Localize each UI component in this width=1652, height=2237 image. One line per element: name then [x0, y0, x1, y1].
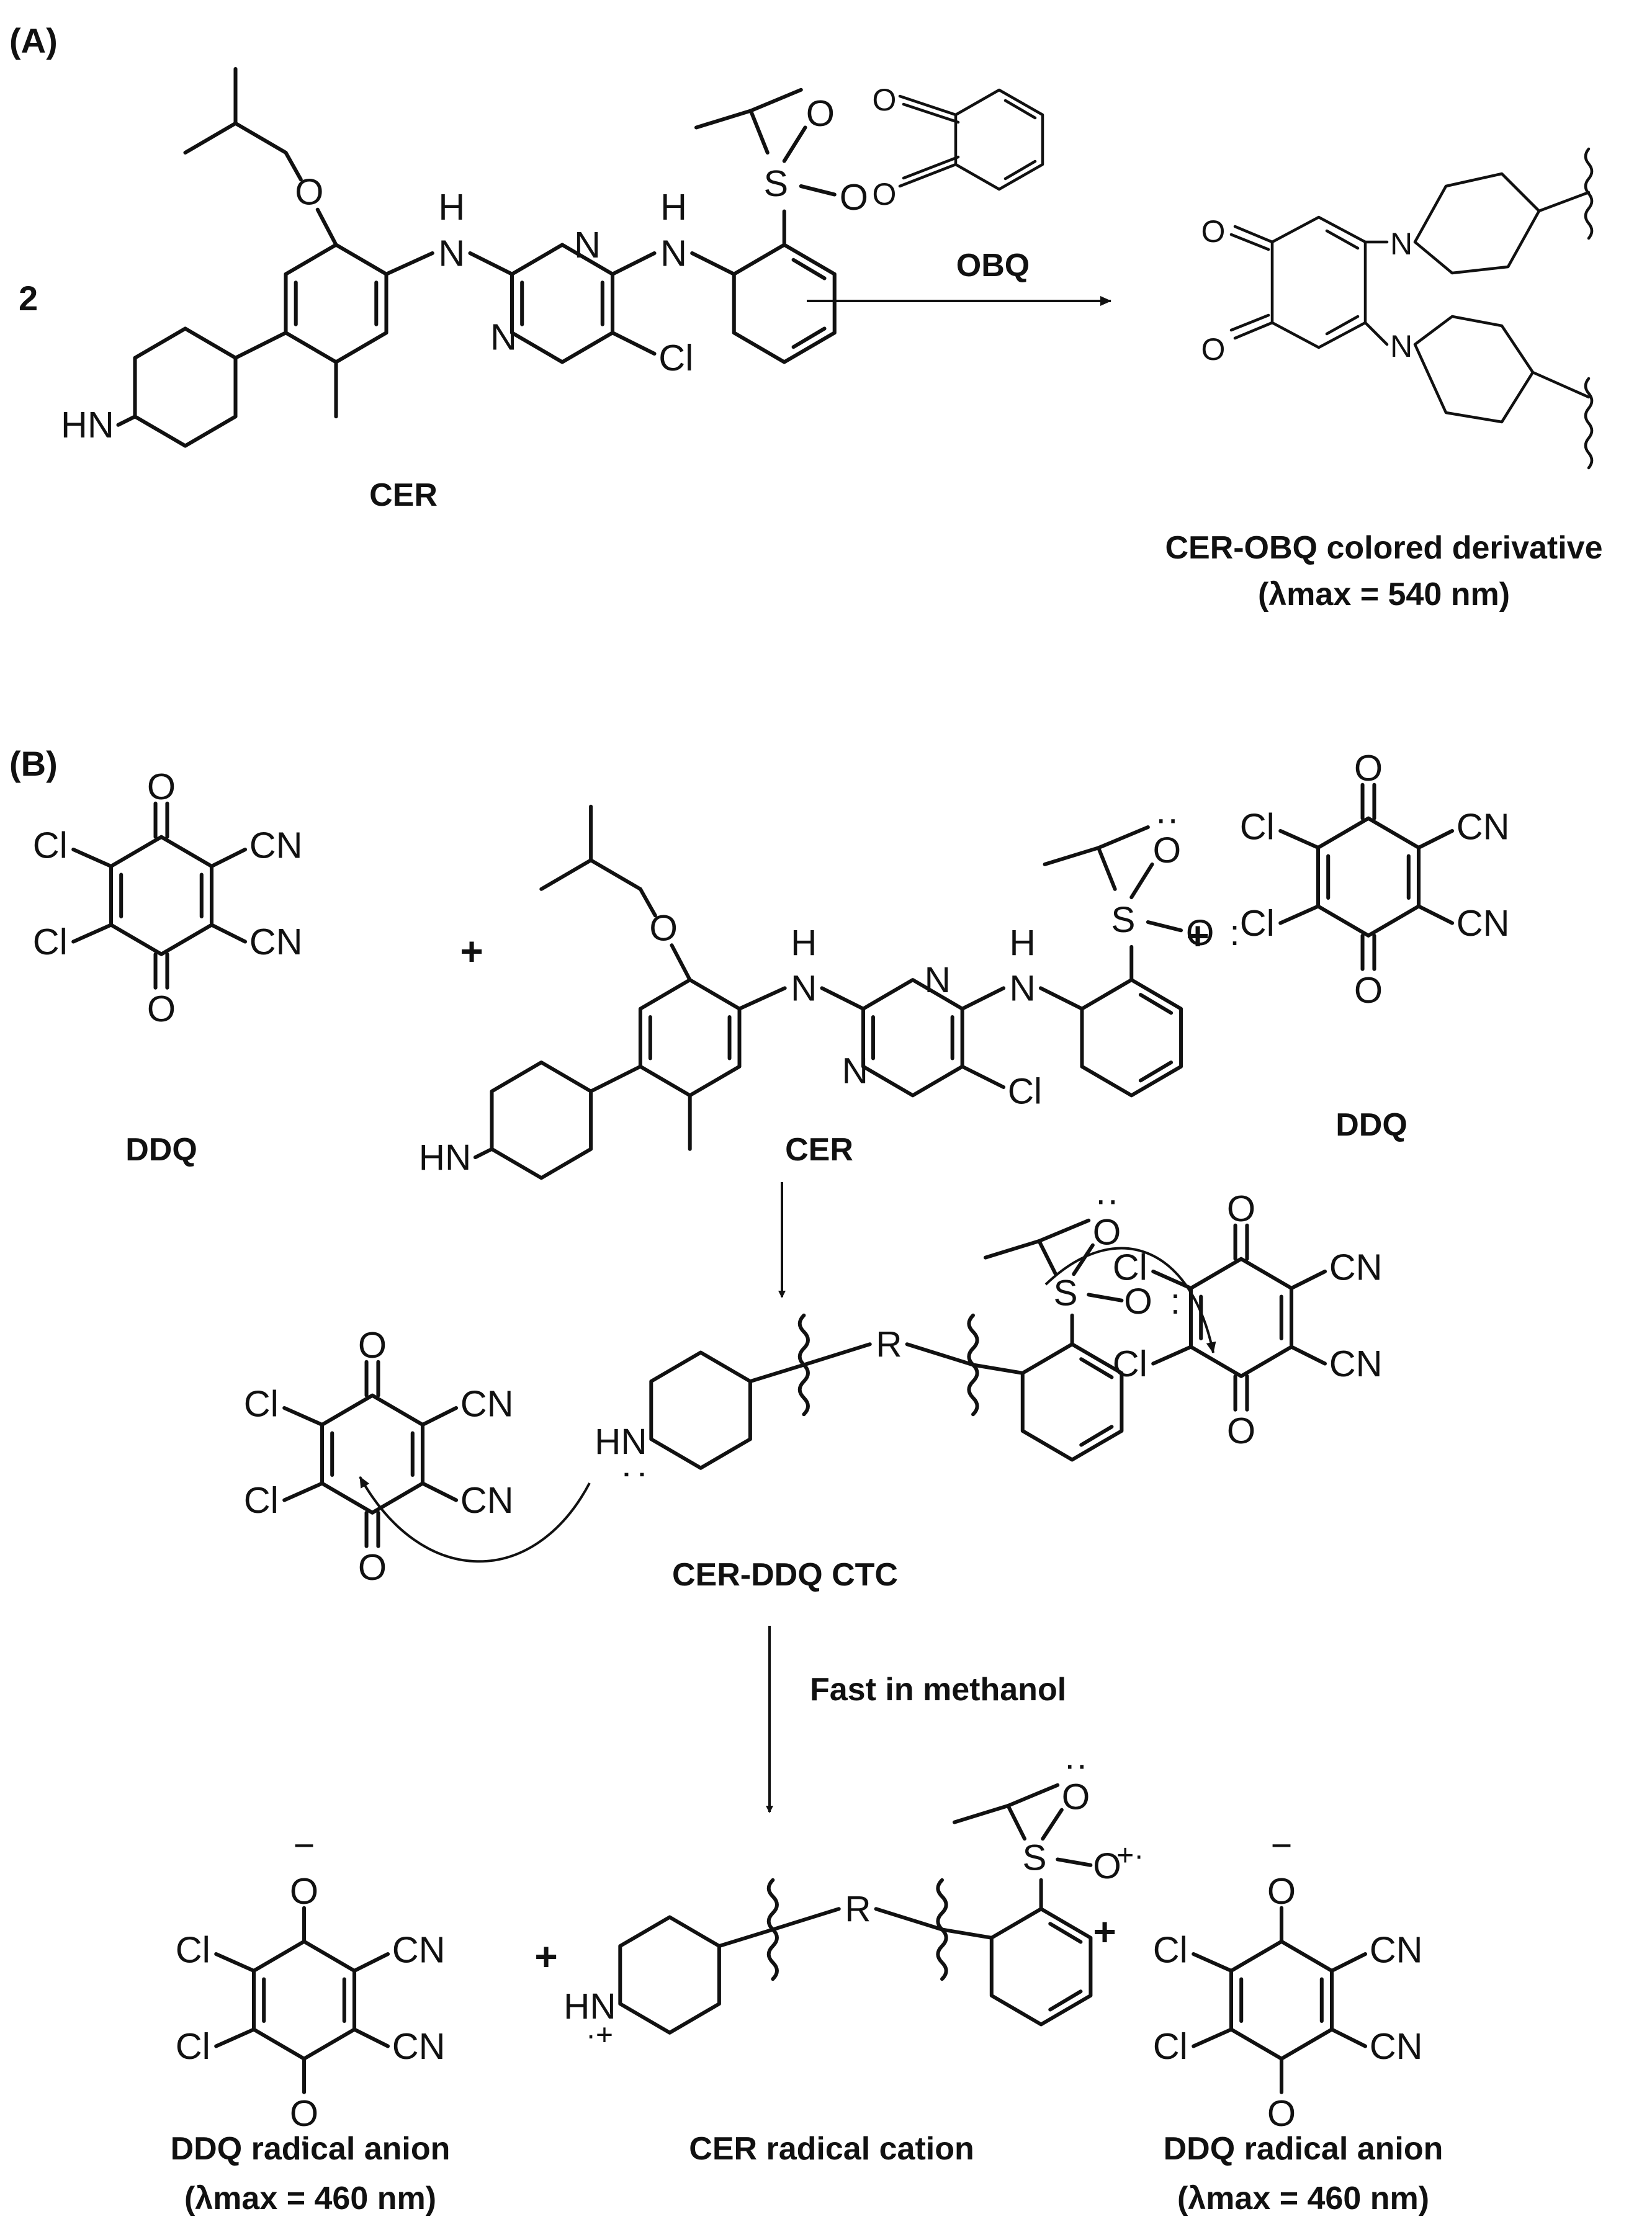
plus-sign-4: +: [1093, 1909, 1116, 1954]
cer-molecule-b: ·· :: [419, 799, 1240, 1178]
cer-b-sulfonyl-lone-pair-top: ··: [1155, 799, 1179, 840]
ctc-label: CER-DDQ CTC: [672, 1557, 898, 1593]
anion-lambda-right: (λmax = 460 nm): [1177, 2181, 1429, 2217]
obq-oxygen-top-label: O: [873, 83, 897, 117]
cer-molecule-a: [61, 69, 868, 446]
electron-transfer-arrow-right: [1044, 1247, 1216, 1353]
anion-label-right: DDQ radical anion: [1164, 2131, 1443, 2167]
product-nitrogen-top-label: N: [1390, 226, 1412, 261]
plus-sign-2: +: [1186, 913, 1209, 958]
frag-ctc-nh-lone-pair: :: [617, 1469, 657, 1479]
anion-lambda-left: (λmax = 460 nm): [184, 2181, 436, 2217]
cation-sulfonyl-radical-charge: +·: [1116, 1839, 1144, 1872]
panel-a-stoichiometry: 2: [19, 279, 38, 318]
cation-nh-radical-charge: ·+: [586, 2019, 613, 2052]
cer-obq-product-molecule: O O N N: [1201, 147, 1594, 470]
obq-oxygen-bottom-label: O: [873, 177, 897, 212]
electron-transfer-arrow-left: [359, 1476, 591, 1563]
ddq-molecule-right: [1240, 747, 1510, 1011]
panel-b-tag: (B): [9, 744, 58, 783]
cer-label-b: CER: [785, 1132, 853, 1168]
cer-radical-cation: ·+ ·· +·: [563, 1744, 1144, 2052]
ddq-molecule-left: [33, 766, 303, 1029]
obq-molecule: O O: [873, 83, 1044, 212]
cer-label-a: CER: [369, 477, 438, 513]
cer-b-sulfonyl-lone-pair-right: :: [1229, 913, 1239, 953]
obq-label: OBQ: [956, 248, 1030, 284]
condition-label: Fast in methanol: [810, 1672, 1066, 1708]
cer-fragment-ctc: : ·· :: [595, 1180, 1180, 1480]
panel-a-tag: (A): [9, 21, 58, 60]
product-oxygen-top-label: O: [1201, 214, 1226, 249]
product-oxygen-bottom-label: O: [1201, 332, 1226, 367]
ddq-radical-anion-right: [1153, 1824, 1423, 2162]
frag-ctc-sulfonyl-lone-pair-top: ··: [1095, 1180, 1119, 1220]
product-lambda-label: (λmax = 540 nm): [1258, 576, 1510, 612]
plus-sign-3: +: [534, 1934, 557, 1979]
ddq-molecule-ctc-right: [1113, 1188, 1383, 1451]
product-label: CER-OBQ colored derivative: [1165, 530, 1602, 566]
ddq-label-right: DDQ: [1336, 1107, 1407, 1143]
cation-sulfonyl-lone-pair-top: ··: [1064, 1744, 1088, 1785]
plus-sign-1: +: [460, 929, 483, 974]
frag-ctc-sulfonyl-lone-pair-right: :: [1170, 1281, 1180, 1322]
ddq-molecule-ctc-left: [244, 1324, 514, 1588]
product-nitrogen-bottom-label: N: [1390, 329, 1412, 364]
ddq-label-left: DDQ: [125, 1132, 197, 1168]
cation-label: CER radical cation: [689, 2131, 974, 2167]
anion-label-left: DDQ radical anion: [171, 2131, 451, 2167]
ddq-radical-anion-left: [176, 1824, 446, 2162]
